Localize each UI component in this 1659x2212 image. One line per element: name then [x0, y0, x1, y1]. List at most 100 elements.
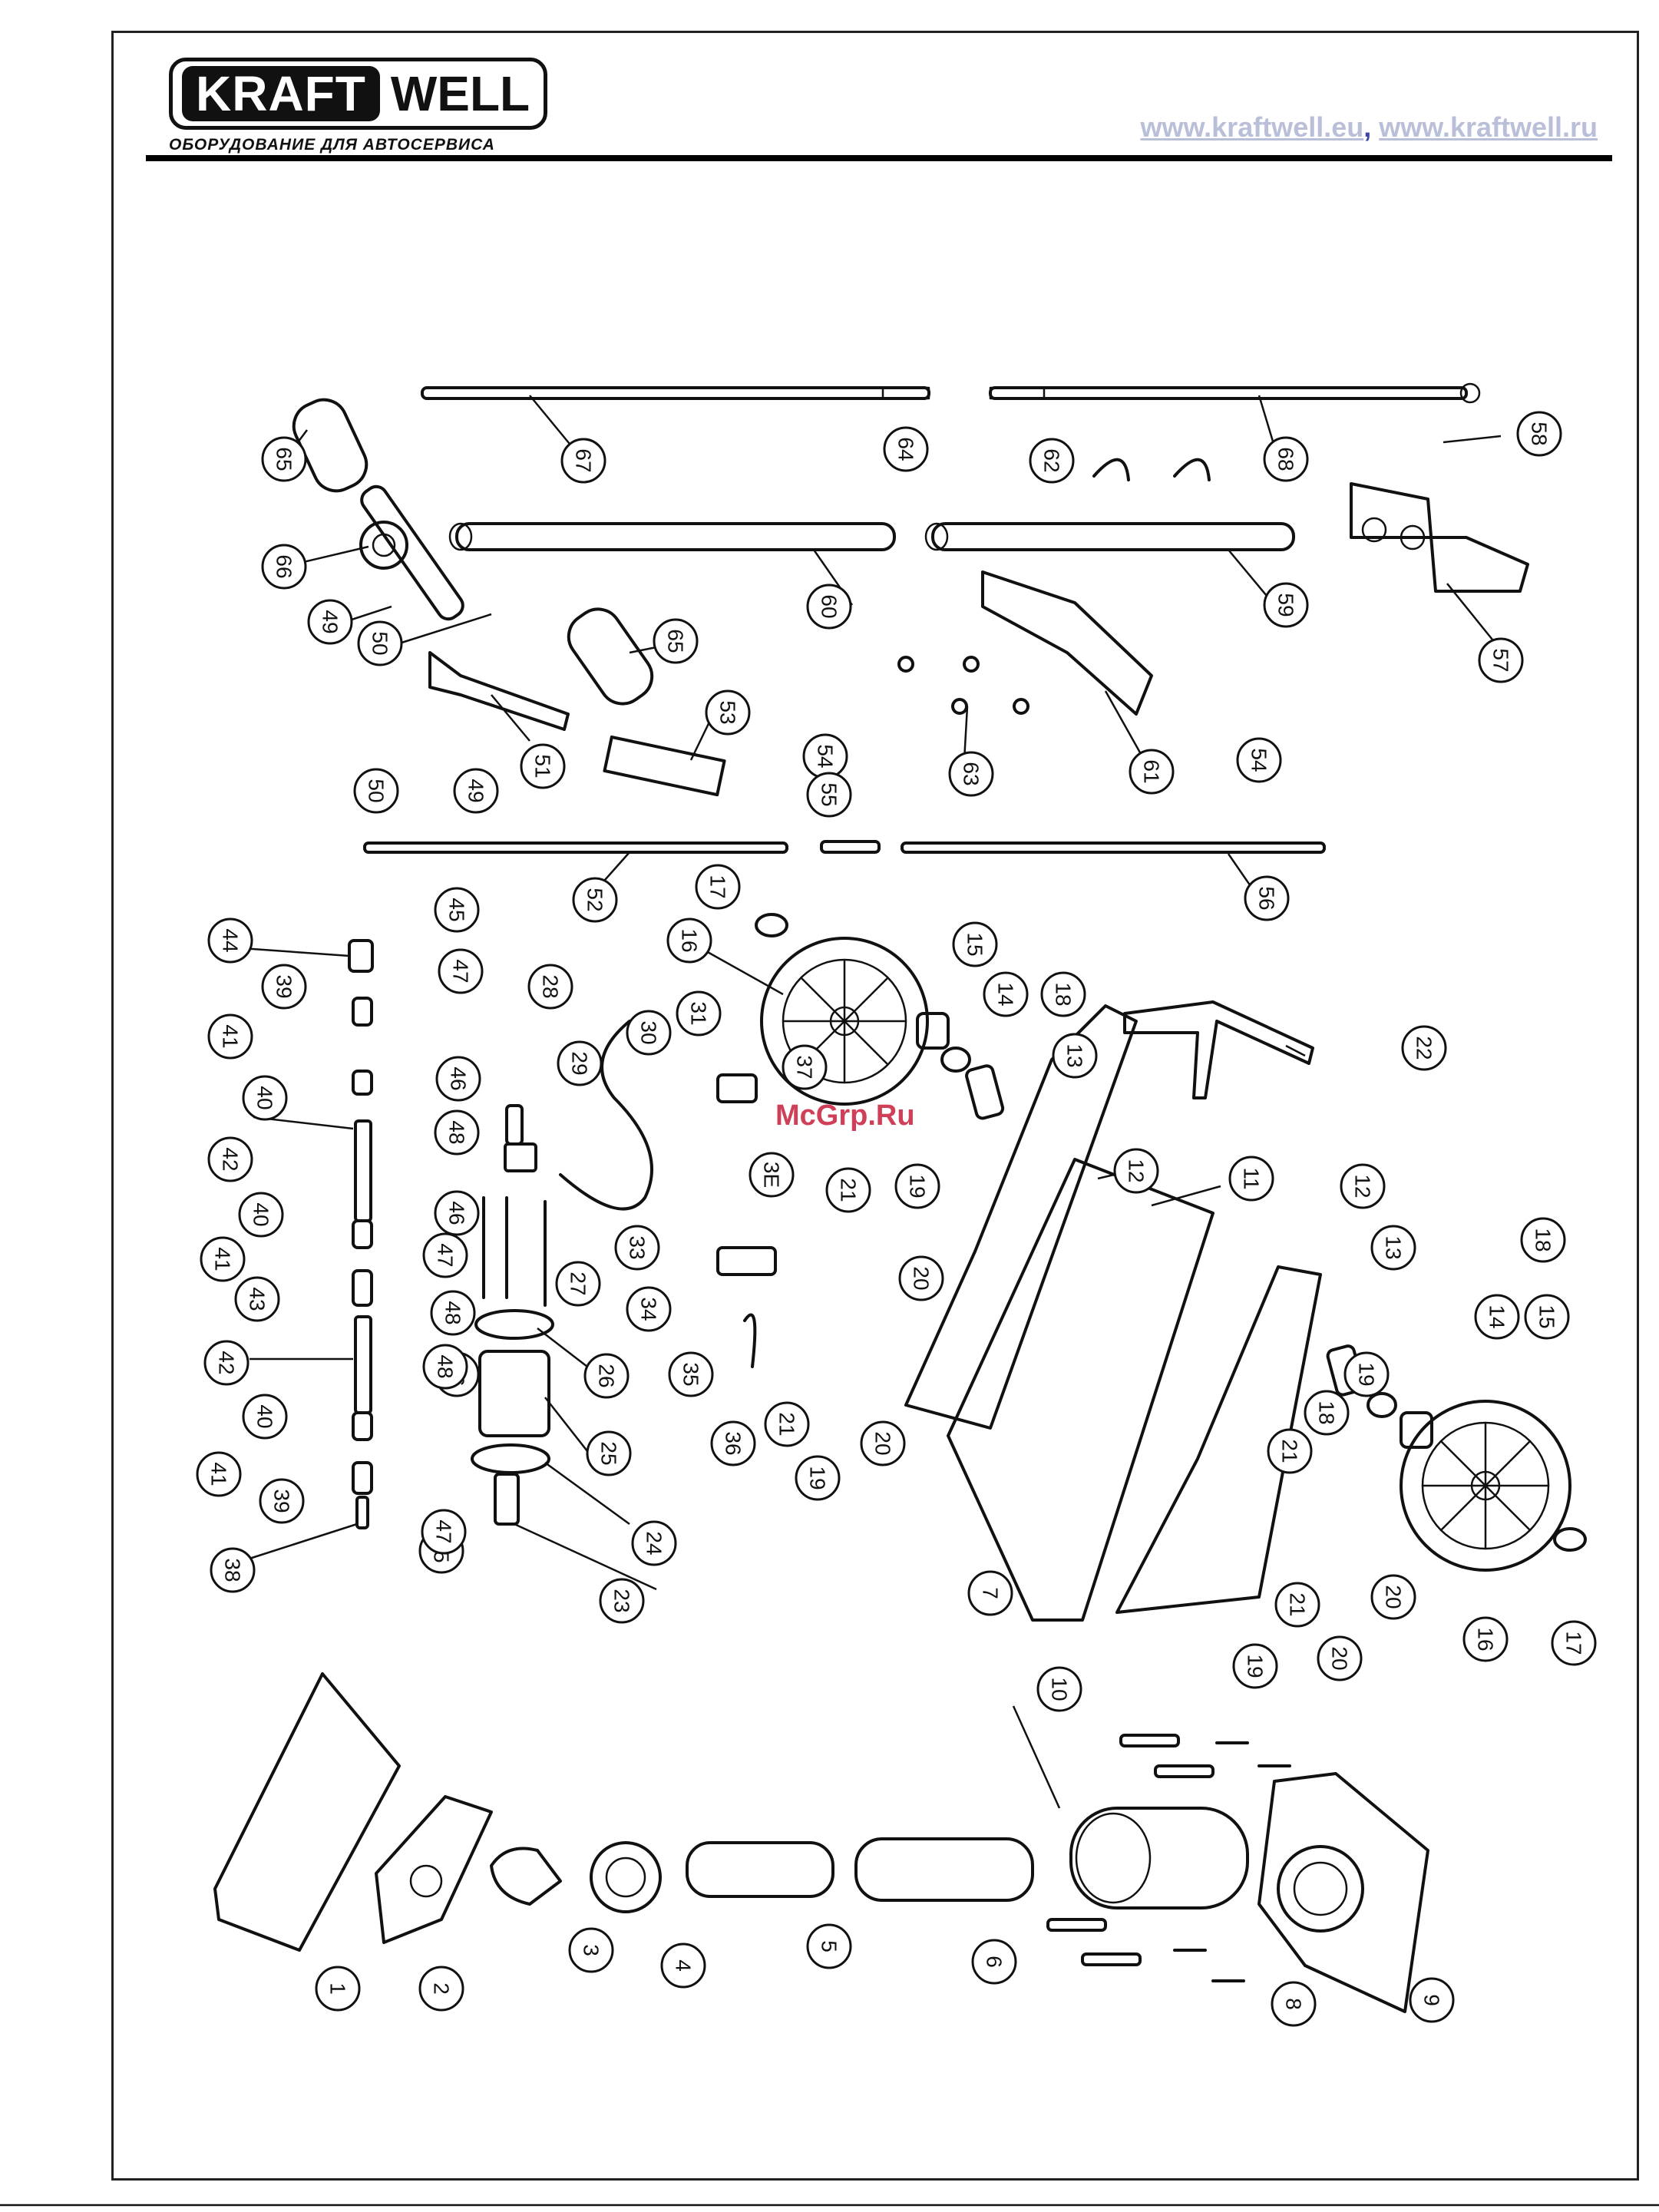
callout-circle [261, 964, 307, 1010]
callout-42: 42 [207, 1136, 253, 1182]
callout-number: 18 [1052, 982, 1076, 1006]
callout-number: 49 [464, 779, 488, 802]
callout-circle [422, 1232, 468, 1278]
callout-6: 6 [971, 1939, 1017, 1985]
callout-19: 19 [1232, 1643, 1278, 1689]
callout-48: 48 [422, 1344, 468, 1390]
callout-circle [806, 772, 852, 818]
callout-circle [307, 599, 353, 645]
callout-number: 40 [253, 1404, 277, 1428]
callout-circle [353, 768, 399, 814]
callout-circle [421, 1509, 467, 1555]
callout-20: 20 [1370, 1574, 1416, 1620]
callout-circle [599, 1578, 645, 1624]
callout-number: 20 [1382, 1585, 1406, 1609]
callout-number: 57 [1489, 648, 1513, 672]
callout-3E: 3E [749, 1152, 795, 1198]
callout-number: 55 [818, 782, 841, 806]
callout-circle [583, 1353, 630, 1399]
callout-number: 11 [1240, 1167, 1264, 1189]
callout-circle [1029, 438, 1075, 484]
callout-number: 41 [211, 1247, 235, 1271]
callout-circle [555, 1261, 601, 1307]
callout-number: 21 [775, 1412, 799, 1436]
callout-number: 5 [818, 1940, 841, 1952]
callout-30: 30 [626, 1010, 672, 1056]
callout-circle [259, 1478, 305, 1524]
callout-number: 42 [215, 1351, 239, 1374]
callout-circle [1271, 1981, 1317, 2027]
callout-number: 61 [1140, 759, 1164, 783]
callout-number: 39 [270, 1489, 294, 1513]
callout-37: 37 [782, 1044, 828, 1090]
callout-circle [572, 877, 618, 923]
callout-number: 20 [871, 1431, 895, 1455]
callout-circle [438, 948, 484, 994]
callout-number: 47 [432, 1519, 456, 1543]
callout-circle [1036, 1666, 1082, 1712]
callout-number: 3E [760, 1162, 784, 1188]
callout-number: 7 [979, 1587, 1003, 1599]
callout-47: 47 [438, 948, 484, 994]
callout-20: 20 [860, 1420, 906, 1466]
callout-number: 28 [539, 974, 563, 998]
callout-5: 5 [806, 1923, 852, 1969]
callout-circle [1370, 1225, 1416, 1271]
callout-circle [1304, 1390, 1350, 1436]
callout-number: 58 [1528, 422, 1552, 445]
callout-number: 25 [597, 1441, 621, 1465]
callout-64: 64 [883, 426, 929, 472]
callout-circle [1551, 1620, 1597, 1666]
callout-number: 35 [679, 1362, 703, 1386]
callout-28: 28 [527, 964, 573, 1010]
callout-number: 64 [894, 437, 918, 461]
callout-25: 25 [586, 1430, 632, 1476]
kraftwell-logo: KRAFT WELL ОБОРУДОВАНИЕ ДЛЯ АВТОСЕРВИСА [169, 58, 548, 154]
callout-67: 67 [560, 438, 606, 484]
url-ru-link[interactable]: www.kraftwell.ru [1379, 111, 1598, 143]
callout-number: 62 [1040, 448, 1064, 472]
callout-number: 16 [678, 928, 702, 952]
callout-57: 57 [1478, 637, 1524, 683]
callout-circle [1232, 1643, 1278, 1689]
callout-circle [196, 1451, 242, 1497]
callout-14: 14 [1474, 1294, 1520, 1340]
callout-circle [1516, 411, 1562, 457]
callout-27: 27 [555, 1261, 601, 1307]
callout-circle [1462, 1616, 1509, 1662]
callout-21: 21 [1267, 1428, 1313, 1474]
page-border [111, 31, 1639, 2181]
callout-number: 44 [219, 928, 243, 952]
callout-circle [568, 1927, 614, 1973]
callout-number: 42 [219, 1147, 243, 1171]
callout-33: 33 [614, 1225, 660, 1271]
callout-number: 40 [250, 1202, 273, 1226]
callout-49: 49 [307, 599, 353, 645]
callout-circle [705, 689, 751, 736]
callout-20: 20 [1317, 1635, 1363, 1681]
callout-circle [418, 1966, 464, 2012]
callout-circle [782, 1044, 828, 1090]
callout-61: 61 [1129, 749, 1175, 795]
callout-circle [238, 1192, 284, 1238]
url-eu-link[interactable]: www.kraftwell.eu [1140, 111, 1364, 143]
callout-31: 31 [676, 990, 722, 1037]
callout-39: 39 [261, 964, 307, 1010]
callout-41: 41 [200, 1236, 246, 1282]
callout-number: 15 [963, 932, 987, 956]
callout-47: 47 [421, 1509, 467, 1555]
callout-number: 3 [580, 1944, 603, 1956]
callout-circle [1236, 737, 1282, 783]
callout-number: 19 [906, 1174, 930, 1198]
callout-19: 19 [894, 1163, 940, 1209]
callout-21: 21 [1274, 1582, 1320, 1628]
callout-circle [660, 1943, 706, 1989]
callout-circle [764, 1401, 810, 1447]
callout-15: 15 [1524, 1294, 1570, 1340]
callout-18: 18 [1040, 971, 1086, 1017]
callout-circle [261, 436, 307, 482]
callout-circle [1401, 1025, 1447, 1071]
callout-circle [242, 1075, 288, 1121]
callout-24: 24 [631, 1520, 677, 1566]
